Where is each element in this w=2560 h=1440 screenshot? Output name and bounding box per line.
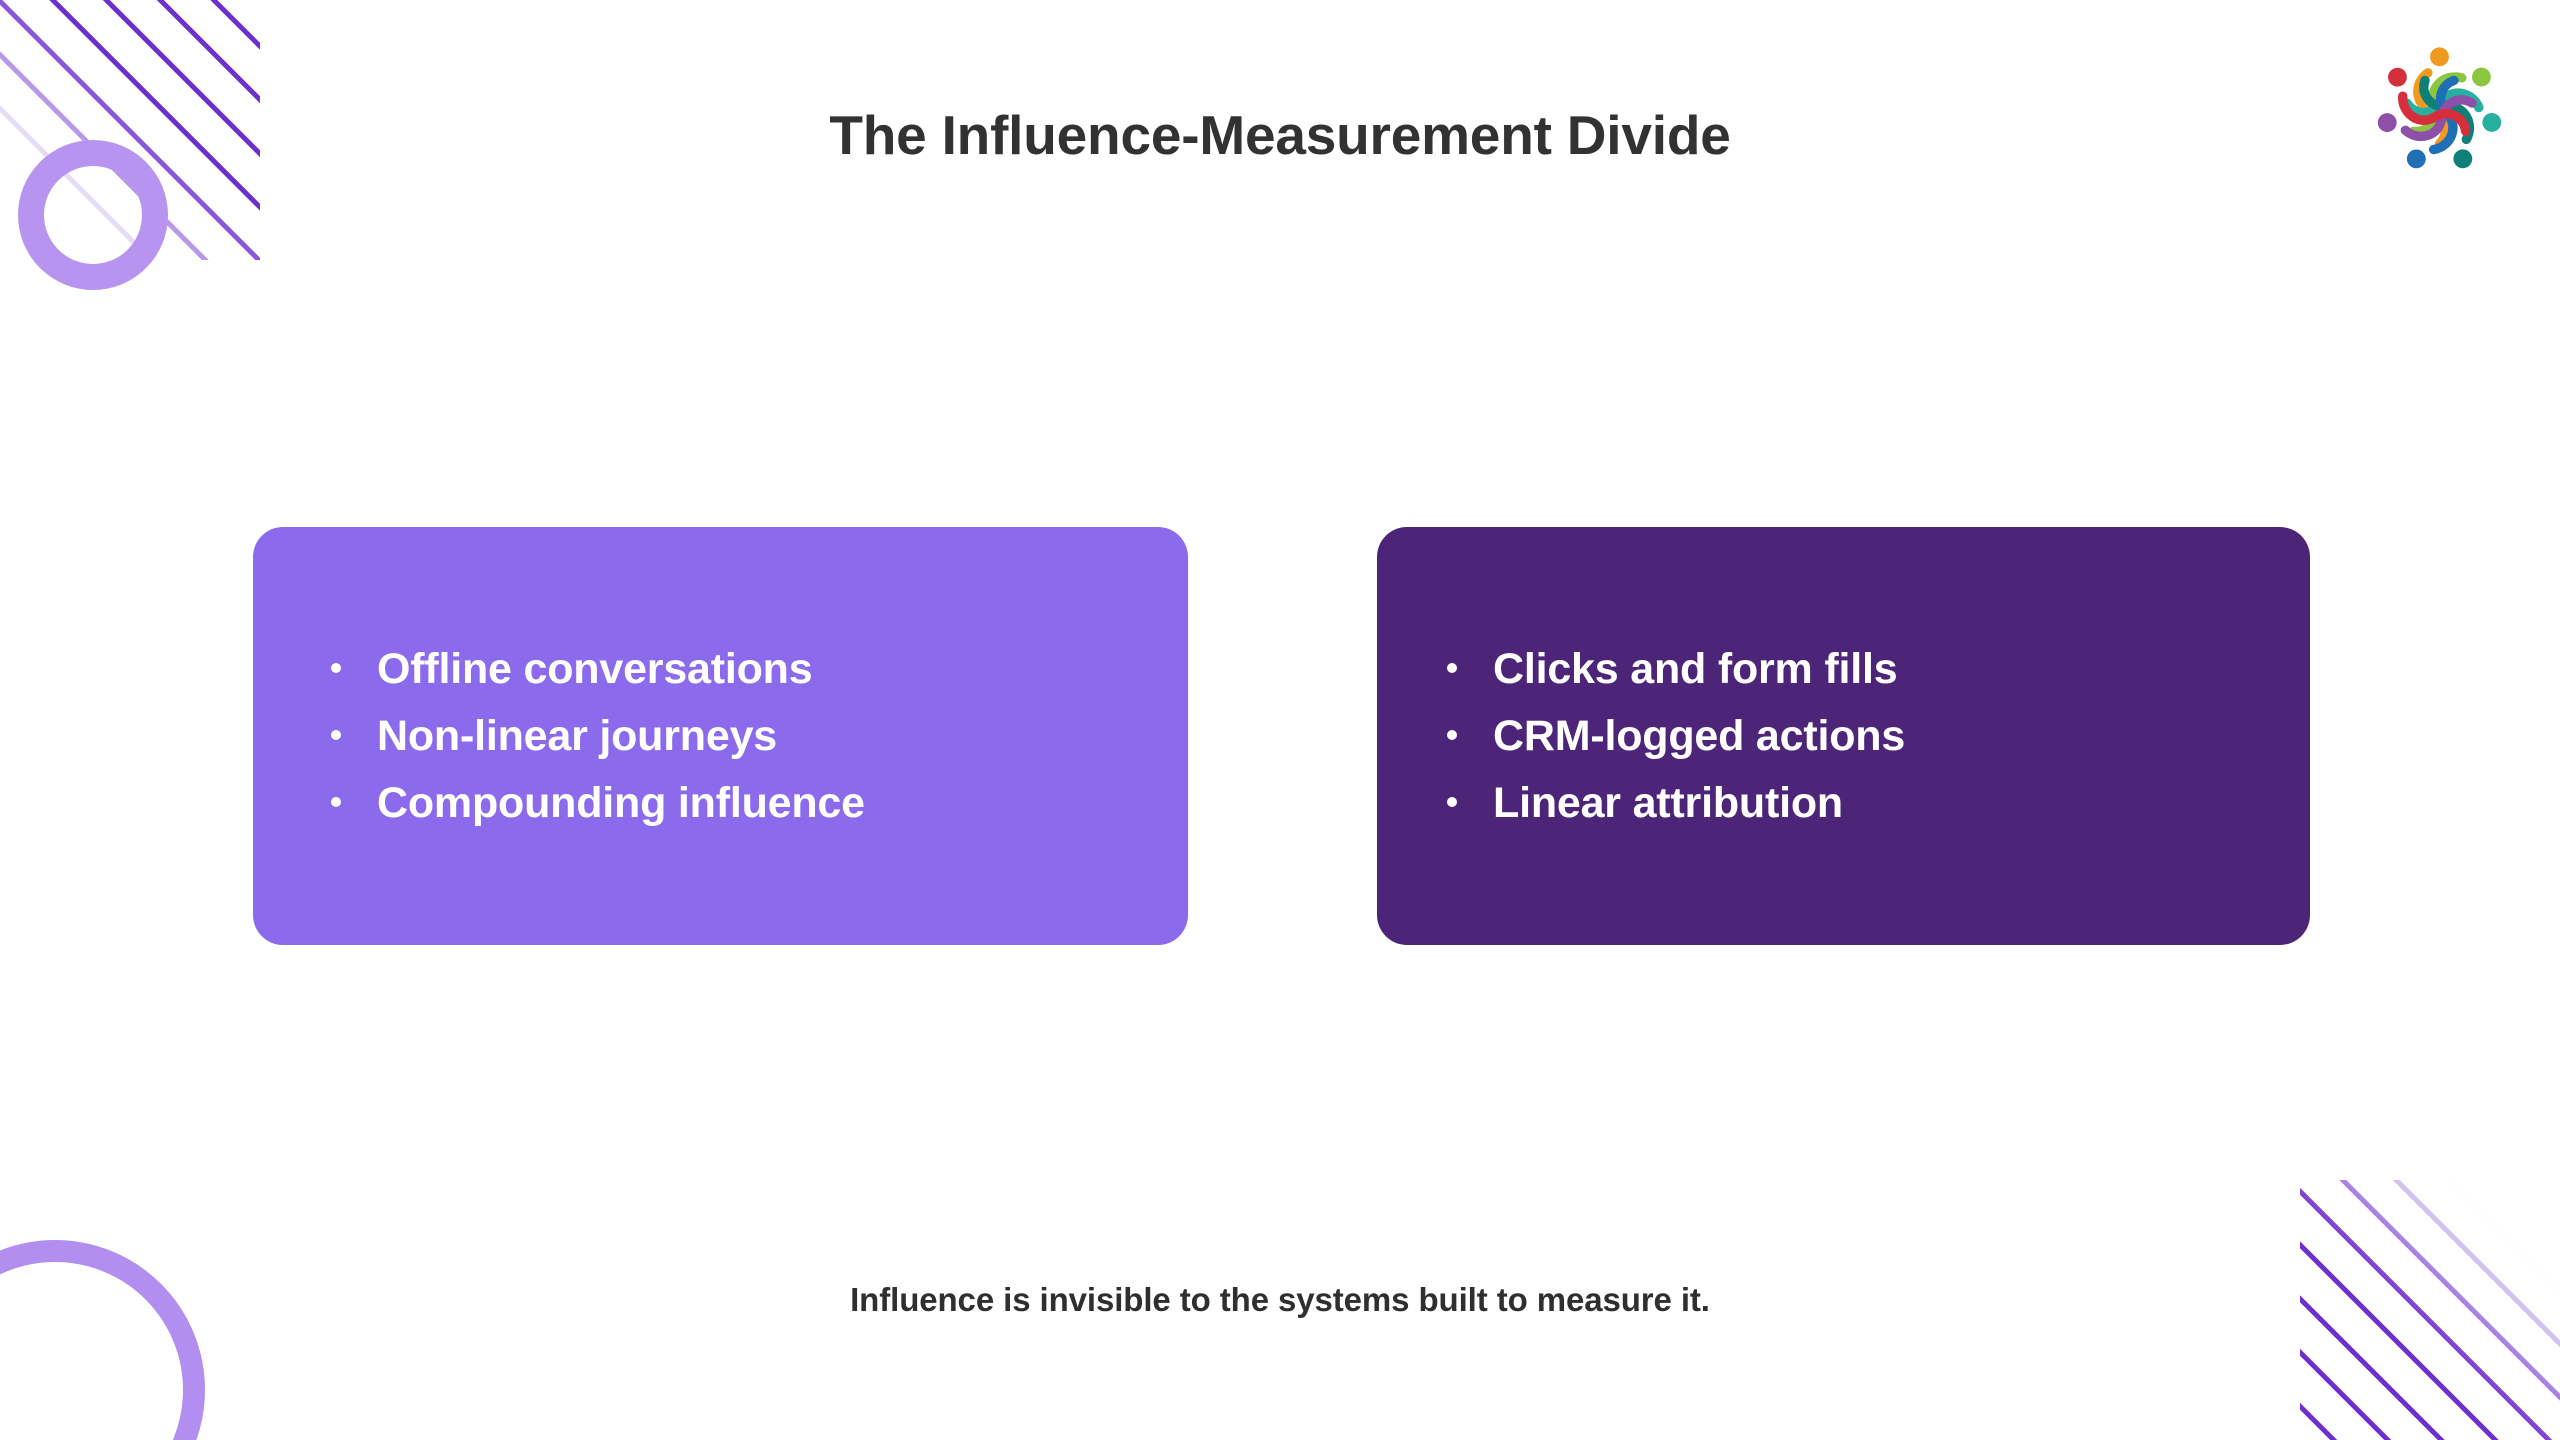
list-item-label: Non-linear journeys <box>377 711 777 760</box>
list-item-label: Offline conversations <box>377 644 813 693</box>
bullet-dot-icon <box>1447 662 1457 673</box>
bullet-dot-icon <box>331 729 341 740</box>
footer-caption: Influence is invisible to the systems bu… <box>850 1281 1710 1318</box>
right-card-bullet-list: Clicks and form fills CRM-logged actions… <box>1377 644 2310 827</box>
people-circle-logo-icon <box>2367 38 2512 183</box>
list-item: Clicks and form fills <box>1447 644 2310 693</box>
list-item: Compounding influence <box>331 778 1188 827</box>
list-item: Non-linear journeys <box>331 711 1188 760</box>
list-item: Linear attribution <box>1447 778 2310 827</box>
list-item: CRM-logged actions <box>1447 711 2310 760</box>
card-influence: Offline conversations Non-linear journey… <box>253 527 1188 945</box>
card-measurement: Clicks and form fills CRM-logged actions… <box>1377 527 2310 945</box>
page-title: The Influence-Measurement Divide <box>829 104 1731 166</box>
left-card-bullet-list: Offline conversations Non-linear journey… <box>253 644 1188 827</box>
list-item: Offline conversations <box>331 644 1188 693</box>
list-item-label: Linear attribution <box>1493 778 1843 827</box>
bullet-dot-icon <box>1447 796 1457 807</box>
bullet-dot-icon <box>331 796 341 807</box>
list-item-label: Clicks and form fills <box>1493 644 1898 693</box>
bullet-dot-icon <box>1447 729 1457 740</box>
ring-bottom-left-icon <box>0 1240 205 1440</box>
bullet-dot-icon <box>331 662 341 673</box>
list-item-label: Compounding influence <box>377 778 865 827</box>
list-item-label: CRM-logged actions <box>1493 711 1906 760</box>
